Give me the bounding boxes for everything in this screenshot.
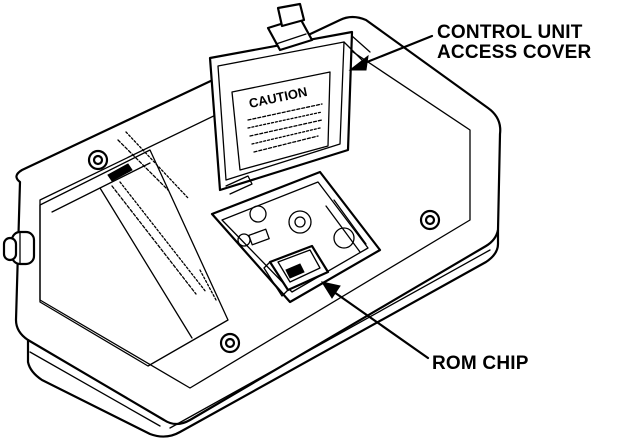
access-cover: CAUTION — [208, 2, 371, 195]
access-opening — [210, 170, 382, 304]
screw-top-right — [419, 209, 441, 231]
rom-chip-label: ROM CHIP — [432, 353, 529, 374]
cover-label-line1: CONTROL UNIT — [437, 22, 583, 43]
cover-leader-arrow — [348, 34, 434, 71]
screw-top-left — [87, 149, 109, 171]
control-unit-access-cover-label: CONTROL UNIT ACCESS COVER — [437, 23, 591, 63]
label-plate — [39, 131, 229, 367]
cover-label-line2: ACCESS COVER — [437, 41, 592, 63]
rom-leader-arrow — [320, 281, 430, 360]
cable-connector — [2, 230, 36, 266]
screw-bottom-left — [219, 332, 241, 354]
rom-chip — [263, 244, 330, 297]
